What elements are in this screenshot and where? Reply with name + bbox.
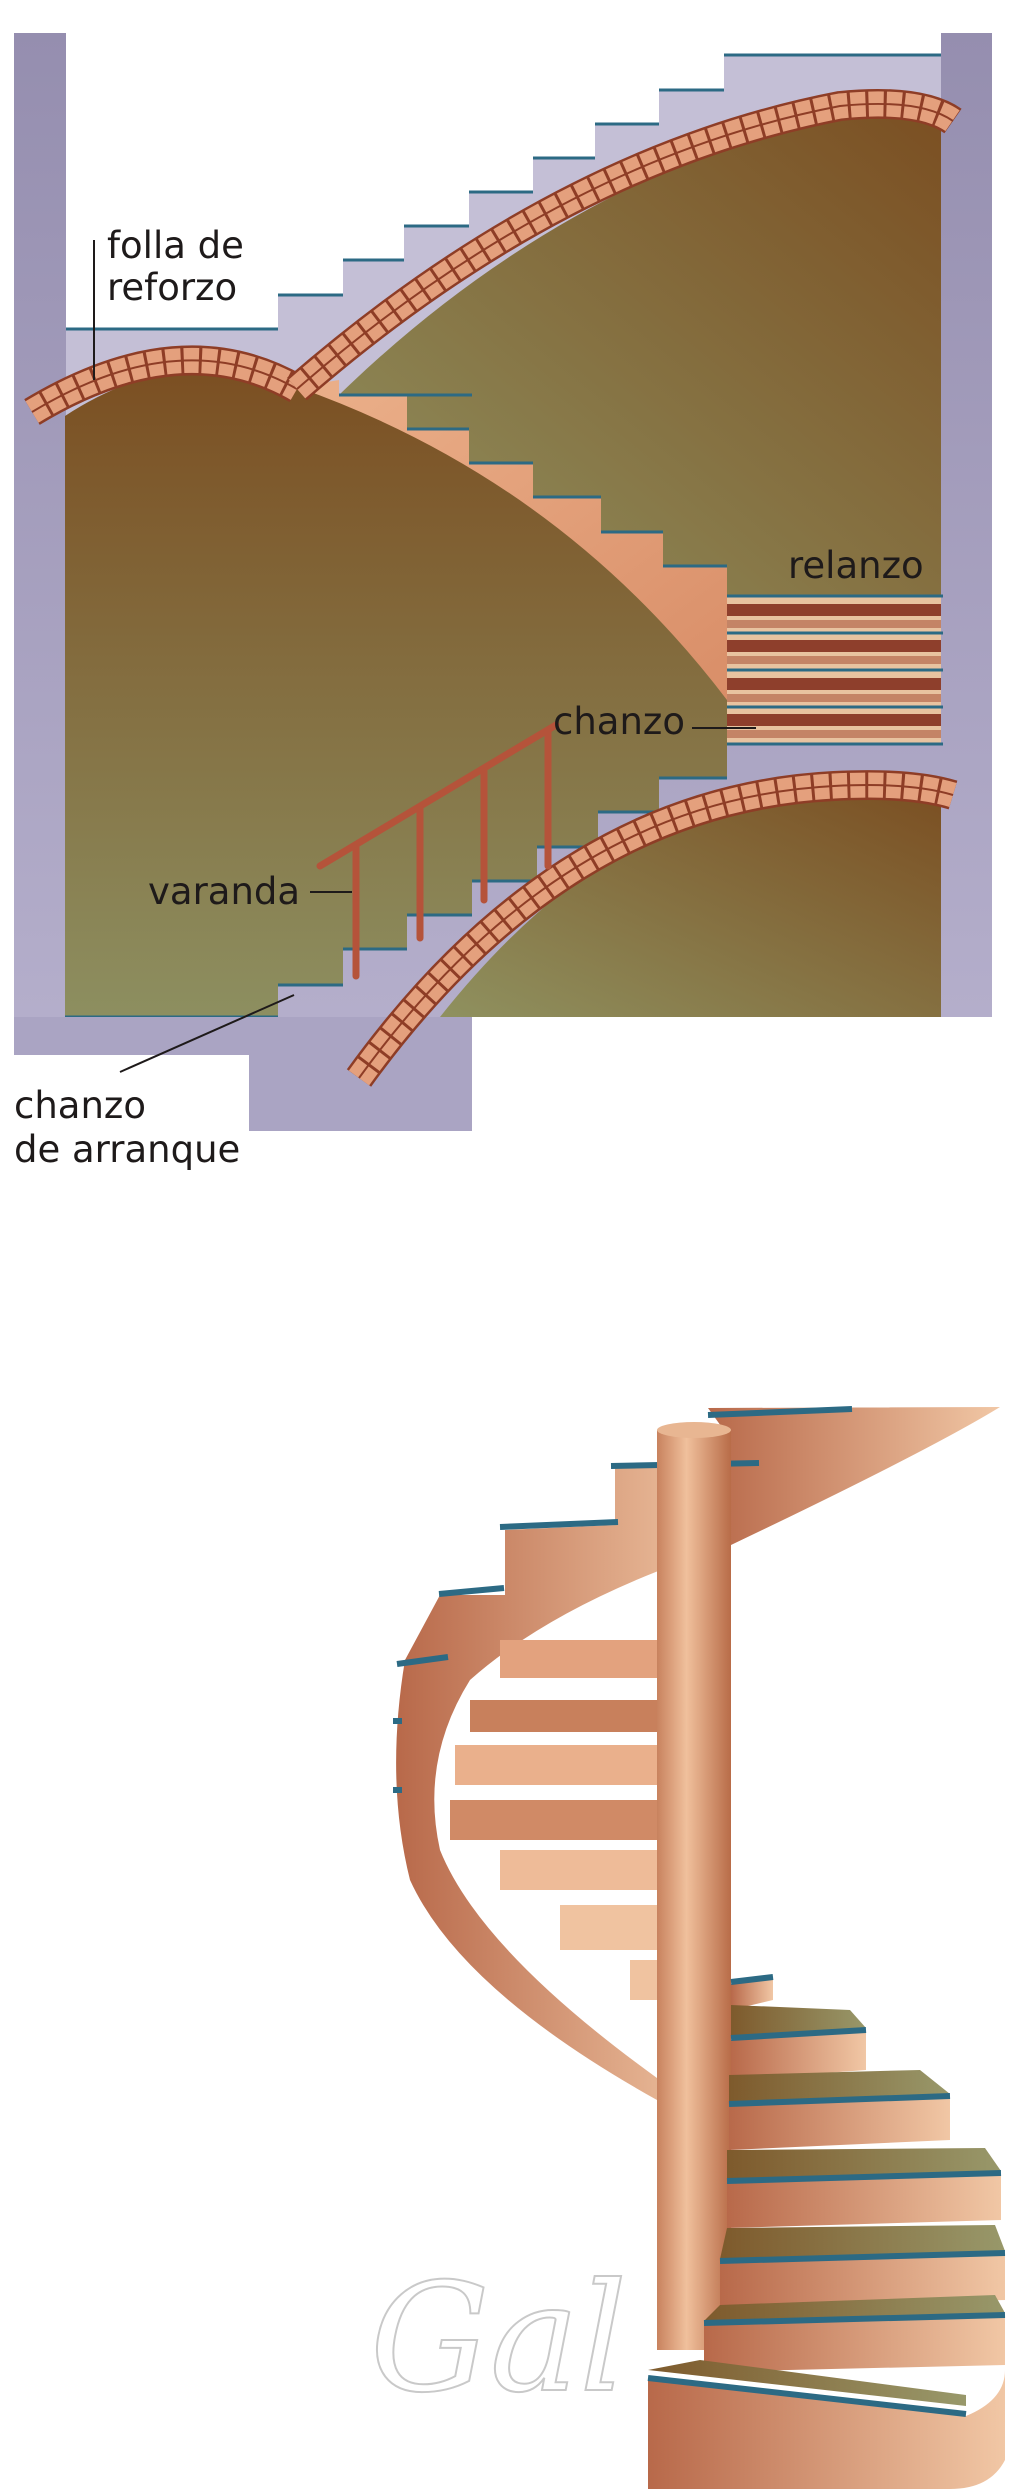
column-top [657, 1422, 731, 1438]
label-varanda: varanda [148, 870, 300, 913]
right-wall [941, 33, 992, 1017]
central-column [657, 1430, 731, 2350]
label-folla-de-reforzo-line2: reforzo [107, 266, 237, 309]
watermark-logo: Gal [370, 2252, 627, 2426]
left-wall [14, 33, 66, 1017]
lower-spiral-treads [647, 1974, 1006, 2489]
top-landing-slab [708, 1407, 1000, 1545]
brick-arches [24, 88, 962, 1087]
upper-spiral-treads [393, 1406, 853, 1793]
underside-steps [450, 1640, 657, 2000]
lower-vault-fill [440, 790, 941, 1017]
leader-lines [93, 240, 756, 1073]
spiral-staircase-illustration: Gal [369, 1406, 1006, 2489]
upper-tread-edges [61, 53, 941, 331]
label-chanzo: chanzo [553, 700, 685, 743]
upper-right-vault-fill [339, 109, 941, 597]
helical-stringer [396, 1460, 731, 2100]
landing-relanzo [727, 594, 943, 746]
floor-slab [14, 1017, 249, 1055]
label-chanzo-de-arranque-line1: chanzo [14, 1084, 146, 1127]
railing-varanda [316, 721, 560, 980]
label-chanzo-de-arranque-line2: de arranque [14, 1128, 240, 1171]
stair-section-diagram: folla de reforzo relanzo chanzo varanda … [14, 33, 992, 1171]
label-relanzo: relanzo [788, 544, 924, 587]
label-folla-de-reforzo-line1: folla de [107, 224, 244, 267]
left-vault-fill [65, 369, 727, 1017]
